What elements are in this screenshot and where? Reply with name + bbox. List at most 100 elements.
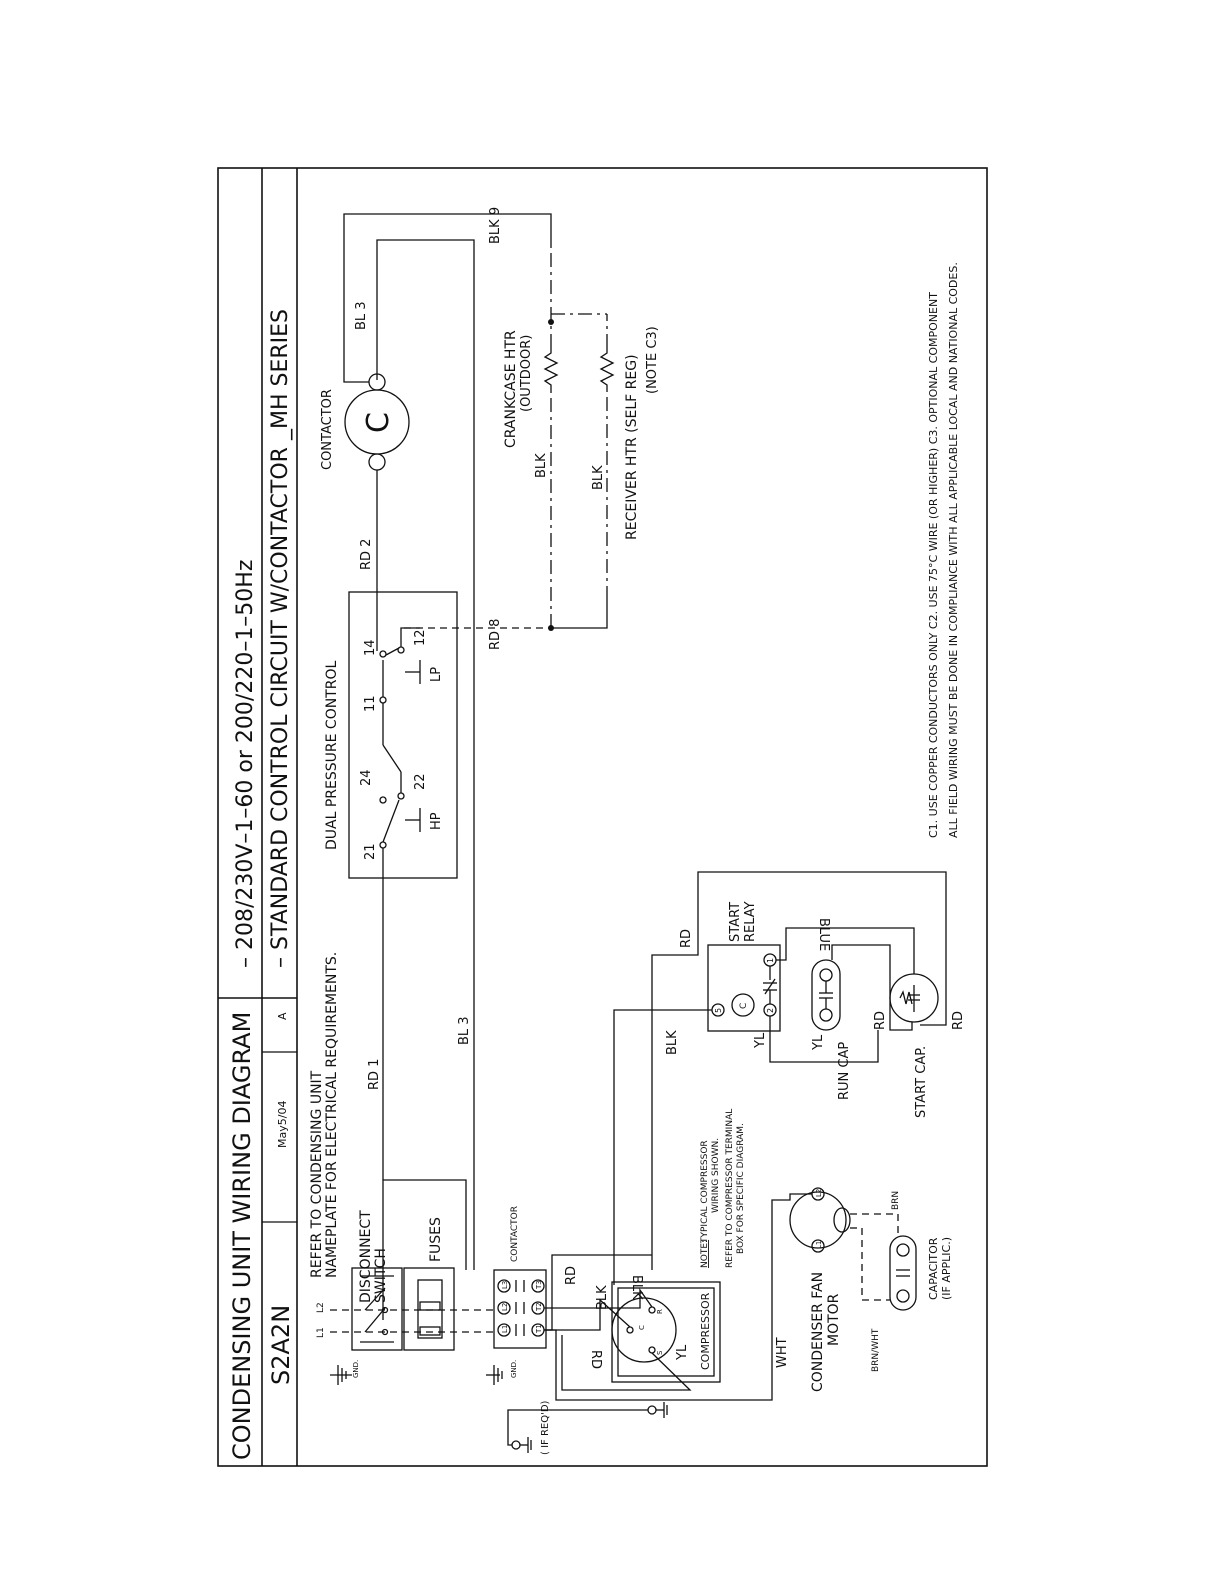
terminal-14: 14 xyxy=(363,639,378,656)
start-relay xyxy=(707,944,781,1032)
compressor-note-line-4: BOX FOR SPECIFIC DIAGRAM. xyxy=(736,1123,746,1254)
wire-bl-3-main xyxy=(376,239,475,1270)
hp-label: HP xyxy=(429,812,444,830)
svg-text:1: 1 xyxy=(766,958,775,963)
coil-terminal-bottom xyxy=(368,453,386,471)
lp-switch xyxy=(379,627,421,745)
svg-text:R: R xyxy=(656,1309,664,1314)
outer-frame xyxy=(217,167,988,1467)
wire-label-bl-3-coil: BL 3 xyxy=(354,301,369,330)
wire-label-rd-t1: RD xyxy=(564,1266,579,1285)
ground-symbol-external-2 xyxy=(520,1437,532,1453)
run-cap-label: RUN CAP xyxy=(837,1042,852,1100)
fan-capacitor-label-2: (IF APPLIC.) xyxy=(940,1237,953,1300)
wire-label-brn: BRN xyxy=(891,1191,901,1210)
wire-label-rd-c: RD xyxy=(588,1350,603,1369)
wire-label-blk-t2: BLK xyxy=(595,1285,610,1310)
svg-text:C: C xyxy=(739,1003,749,1009)
svg-text:T3: T3 xyxy=(535,1280,543,1290)
wire-label-rd-1: RD 1 xyxy=(367,1059,382,1090)
ground-label-line: GND. xyxy=(352,1360,360,1378)
crankcase-label-1: CRANKCASE HTR xyxy=(503,330,519,448)
crankcase-label-2: (OUTDOOR) xyxy=(519,335,534,412)
wire-rd-comp-c xyxy=(544,1298,631,1331)
compressor-note-line-2: WIRING SHOWN. xyxy=(711,1138,721,1213)
terminal-12: 12 xyxy=(413,629,428,646)
ground-label-contactor: GND. xyxy=(510,1360,518,1378)
fan-capacitor-port xyxy=(833,1207,851,1233)
if-required-label: ( IF REQ'D) xyxy=(540,1400,551,1455)
wire-label-blue: BLUE xyxy=(816,918,831,951)
main-contactor-label: CONTACTOR xyxy=(510,1206,520,1262)
start-cap-label: START CAP. xyxy=(914,1046,929,1118)
receiver-heater xyxy=(599,348,615,390)
start-relay-label-1: START xyxy=(728,902,743,942)
lp-label: LP xyxy=(429,667,444,682)
terminal-21: 21 xyxy=(363,843,378,860)
svg-text:2: 2 xyxy=(766,1008,775,1013)
fuse-block xyxy=(403,1267,455,1351)
compressor-body xyxy=(611,1297,677,1363)
dual-pressure-control xyxy=(348,591,458,879)
run-capacitor xyxy=(811,959,841,1031)
ground-symbol-line xyxy=(330,1365,352,1385)
wire-label-blk-9: BLK 9 xyxy=(488,207,503,244)
wire-label-brn-wht: BRN/WHT xyxy=(871,1328,881,1372)
wire-label-blk-relay: BLK xyxy=(665,1030,680,1055)
receiver-label-1: RECEIVER HTR (SELF REG) xyxy=(624,354,640,540)
svg-text:5: 5 xyxy=(714,1008,723,1013)
revision-date: May5/04 xyxy=(276,1101,289,1148)
wire-label-blk-crankcase: BLK xyxy=(534,453,549,478)
terminal-24: 24 xyxy=(359,769,374,786)
refer-note-line-2: NAMEPLATE FOR ELECTRICAL REQUIREMENTS. xyxy=(324,952,340,1278)
junction-heater-top xyxy=(548,319,554,325)
crankcase-heater xyxy=(543,348,559,390)
svg-text:C: C xyxy=(638,1325,646,1330)
wire-label-rd-8: RD 8 xyxy=(488,619,503,650)
fan-capacitor xyxy=(889,1235,917,1311)
svg-text:T1: T1 xyxy=(535,1324,543,1334)
ground-symbol-external-1 xyxy=(656,1402,668,1418)
wire-label-rd-startcap: RD xyxy=(951,1011,966,1030)
disconnect-switch xyxy=(351,1267,403,1351)
svg-text:L3: L3 xyxy=(501,1281,509,1289)
terminal-11: 11 xyxy=(363,695,378,712)
fuse-l1 xyxy=(419,1326,441,1336)
condenser-fan-motor xyxy=(789,1191,847,1249)
svg-text:L2: L2 xyxy=(501,1303,509,1311)
coil-letter: C xyxy=(361,412,396,433)
wire-label-blk-r: BLK xyxy=(629,1275,644,1300)
fuses-label: FUSES xyxy=(428,1217,444,1262)
compressor-label: COMPRESSOR xyxy=(699,1292,712,1370)
svg-text:S: S xyxy=(656,1350,664,1355)
fan-motor-label-2: MOTOR xyxy=(826,1293,842,1346)
compressor-terminal-r xyxy=(648,1306,656,1314)
main-contactor xyxy=(493,1269,547,1349)
compressor-terminal-s xyxy=(648,1346,656,1354)
wire-bl-3-coil xyxy=(343,213,552,383)
wire-blk-comp-r xyxy=(544,1287,653,1309)
wire-label-yl-runcap: YL xyxy=(811,1034,826,1051)
line-terminal-l2: L2 xyxy=(316,1302,326,1313)
wire-label-rd-runcap: RD xyxy=(873,1011,888,1030)
wire-external-ground xyxy=(507,1409,648,1446)
svg-text:L1: L1 xyxy=(501,1325,509,1333)
footer-note-2: ALL FIELD WIRING MUST BE DONE IN COMPLIA… xyxy=(947,262,960,838)
fan-capacitor-label-1: CAPACITOR xyxy=(927,1237,940,1300)
line-terminal-l1: L1 xyxy=(316,1327,326,1338)
coil-contactor-label: CONTACTOR xyxy=(320,389,335,470)
wire-label-blk-receiver: BLK xyxy=(591,465,606,490)
fan-terminal-l1 xyxy=(811,1239,825,1253)
dual-pressure-label: DUAL PRESSURE CONTROL xyxy=(324,661,340,850)
wire-label-yl-s: YL xyxy=(675,1344,690,1361)
compressor-note-line-1: TYPICAL COMPRESSOR xyxy=(700,1140,710,1244)
wire-rd-1 xyxy=(382,1179,467,1320)
header-line-2: – STANDARD CONTROL CIRCUIT W/CONTACTOR _… xyxy=(268,309,293,968)
relay-coil xyxy=(731,993,755,1017)
terminal-22: 22 xyxy=(413,773,428,790)
svg-text:L2: L2 xyxy=(815,1189,823,1197)
wire-label-bl-3-main: BL 3 xyxy=(457,1016,472,1045)
footer-note-1: C1. USE COPPER CONDUCTORS ONLY C2. USE 7… xyxy=(927,292,940,838)
svg-text:T2: T2 xyxy=(535,1302,543,1312)
